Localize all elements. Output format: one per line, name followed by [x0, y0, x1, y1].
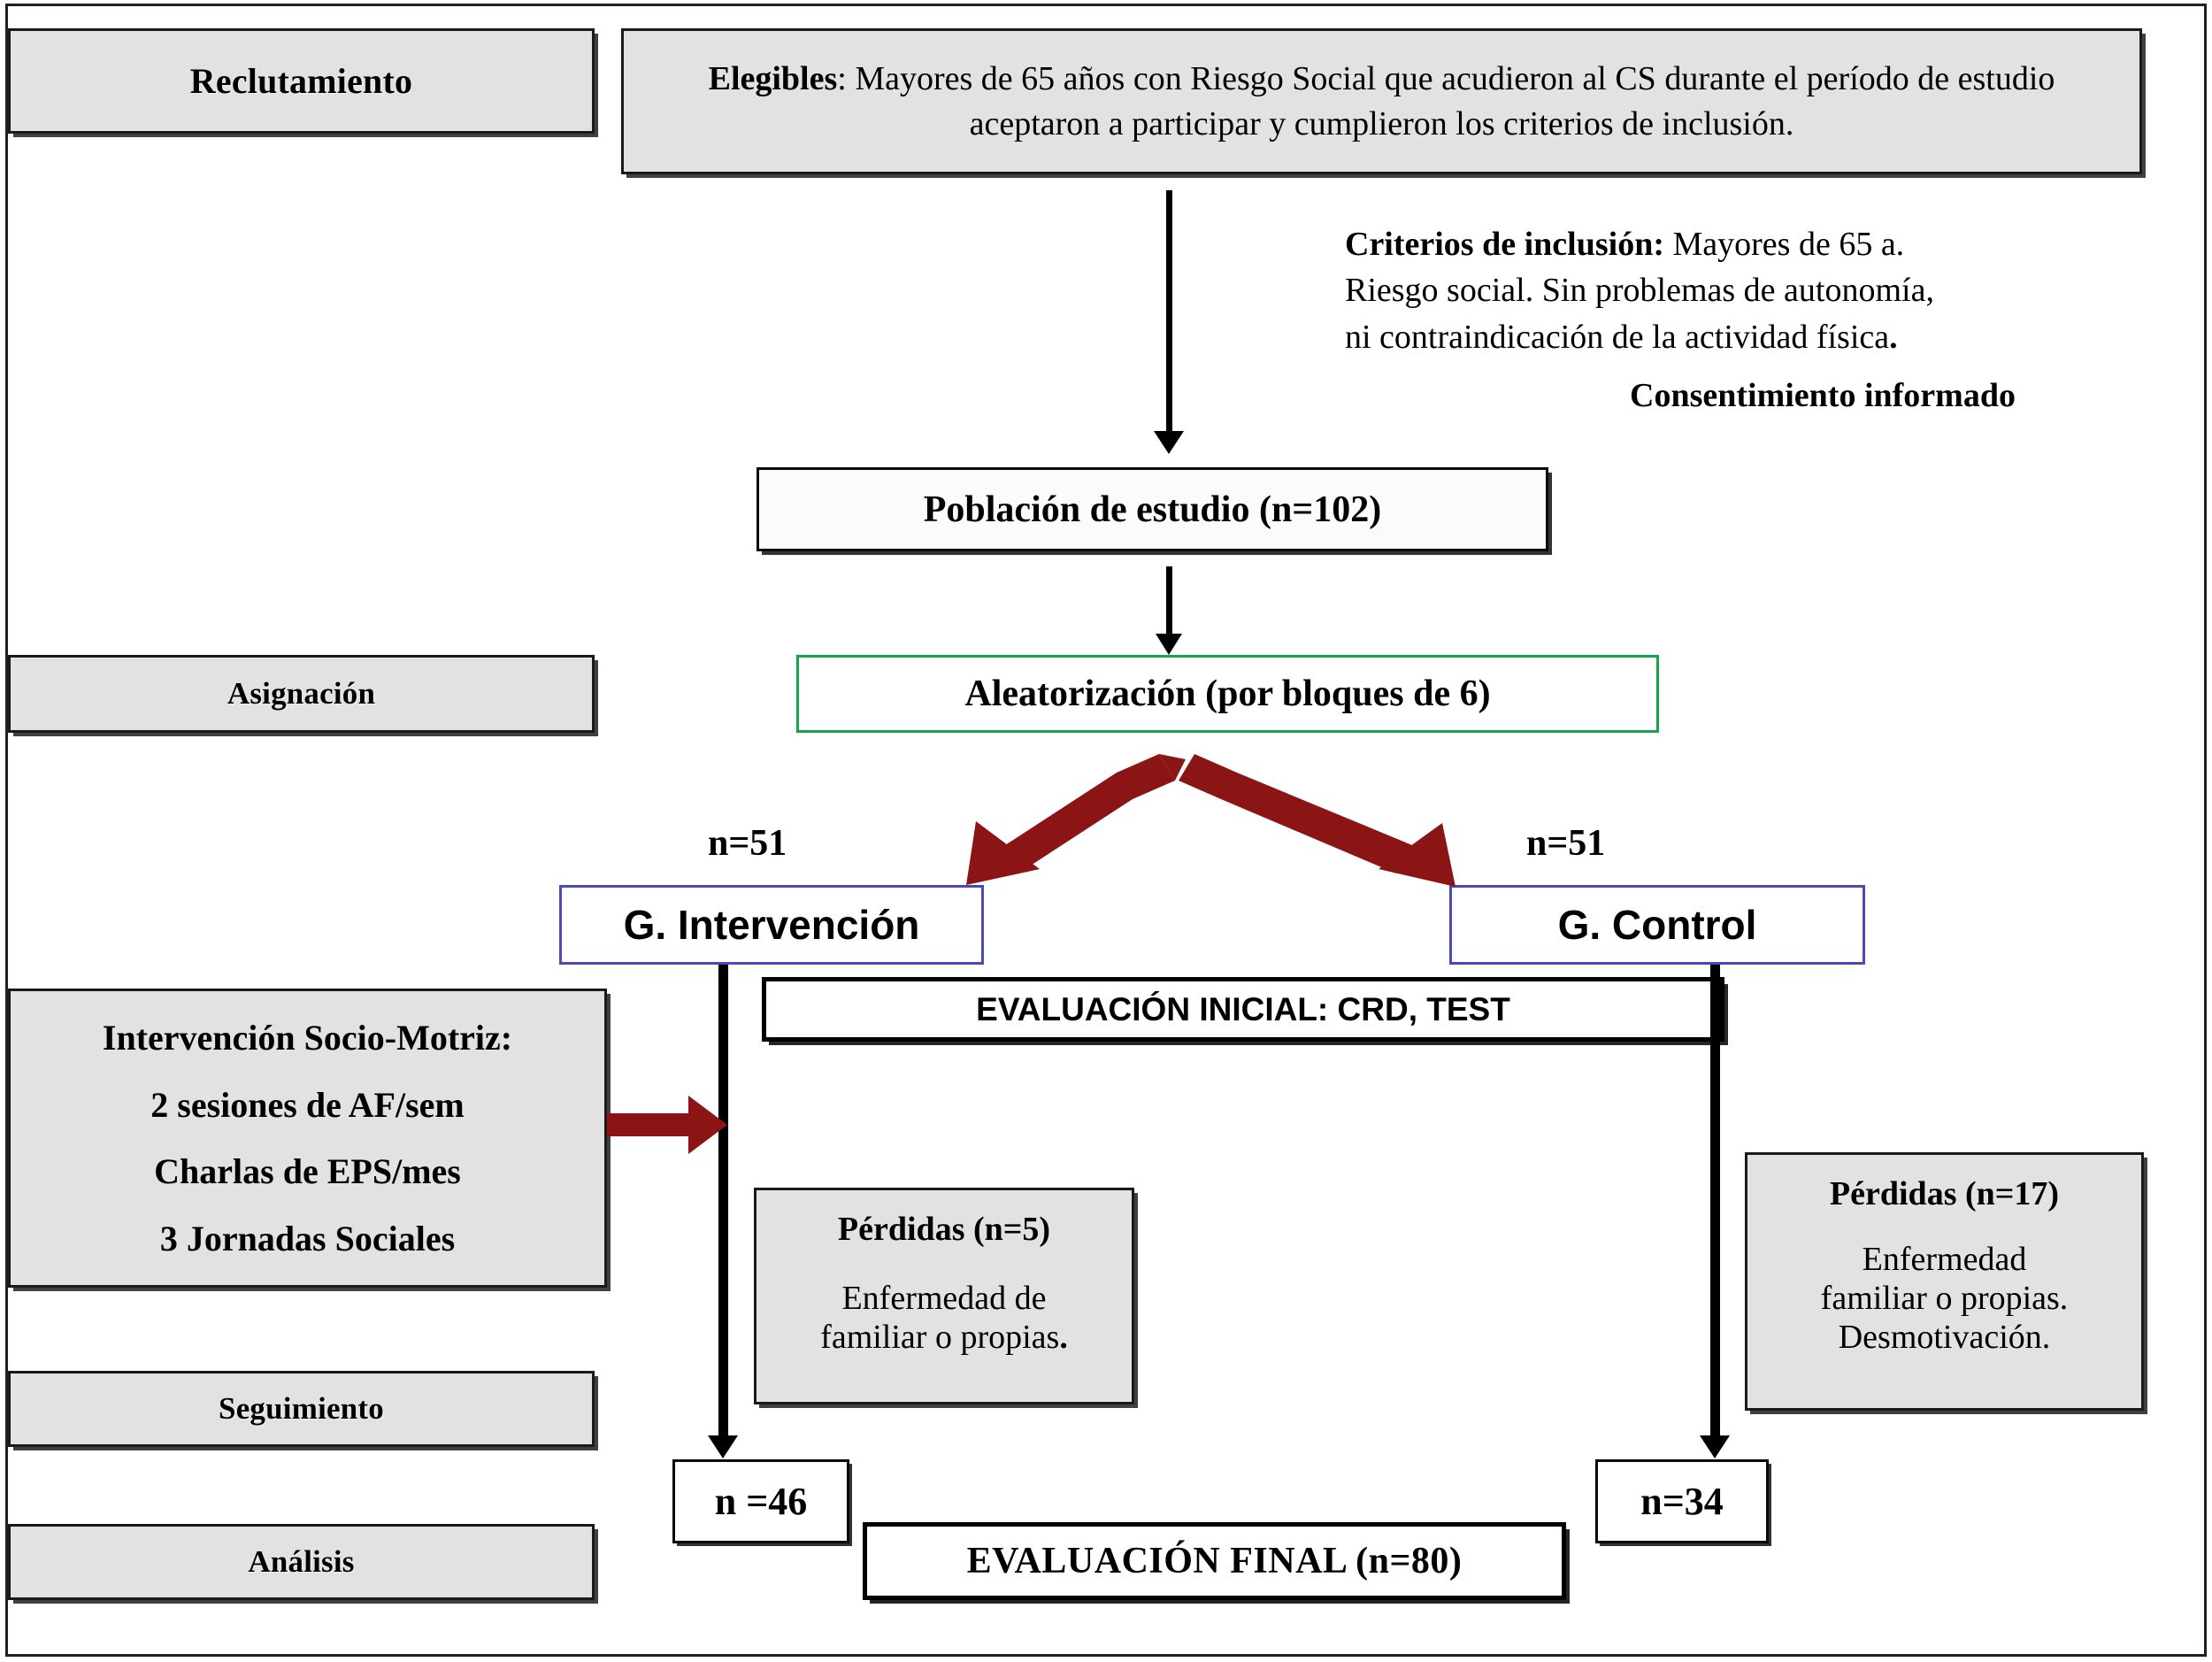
stage-reclutamiento: Reclutamiento [8, 28, 595, 134]
intervention-detail-title: Intervención Socio-Motriz: [102, 1017, 513, 1058]
intervention-detail-item2: Charlas de EPS/mes [154, 1151, 461, 1192]
population-box: Población de estudio (n=102) [757, 467, 1548, 551]
losses-right-line3: Desmotivación. [1838, 1319, 2051, 1356]
intervention-detail-item1: 2 sesiones de AF/sem [150, 1084, 465, 1125]
final-count-left: n =46 [714, 1480, 808, 1523]
losses-right-line2: familiar o propias. [1820, 1280, 2069, 1317]
losses-left-line1: Enfermedad de [841, 1280, 1047, 1317]
connector-population-randomization [1166, 566, 1172, 639]
intervention-detail-box: Intervención Socio-Motriz: 2 sesiones de… [8, 989, 607, 1288]
branch-label-right: n=51 [1526, 823, 1606, 864]
connector-control-final [1710, 965, 1720, 1443]
losses-left-line2-end: . [1059, 1319, 1068, 1356]
final-evaluation-label: EVALUACIÓN FINAL (n=80) [966, 1541, 1463, 1581]
final-evaluation-box: EVALUACIÓN FINAL (n=80) [863, 1522, 1566, 1600]
arrowhead-eligible-population [1154, 431, 1184, 454]
intervention-detail-item3: 3 Jornadas Sociales [159, 1219, 456, 1259]
randomization-label: Aleatorización (por bloques de 6) [964, 673, 1491, 714]
population-label: Población de estudio (n=102) [923, 489, 1382, 530]
losses-left-box: Pérdidas (n=5) Enfermedad de familiar o … [754, 1188, 1134, 1404]
arrowhead-population-randomization [1156, 634, 1182, 655]
inclusion-lead: Criterios de inclusión: [1345, 226, 1664, 263]
stage-seguimiento: Seguimiento [8, 1371, 595, 1447]
randomization-box: Aleatorización (por bloques de 6) [796, 655, 1659, 733]
stage-label: Reclutamiento [189, 61, 413, 101]
eligible-lead: Elegibles [708, 60, 838, 98]
final-count-left-box: n =46 [672, 1459, 849, 1543]
outer-frame [5, 4, 2207, 1657]
inclusion-line3-end: . [1889, 318, 1898, 356]
inclusion-criteria-block: Criterios de inclusión: Mayores de 65 a.… [1345, 221, 2194, 419]
connector-eligible-population [1166, 190, 1172, 434]
group-intervention-box: G. Intervención [559, 885, 984, 965]
stage-label: Seguimiento [219, 1391, 384, 1426]
eligible-box: Elegibles: Mayores de 65 años con Riesgo… [621, 28, 2142, 174]
losses-right-title: Pérdidas (n=17) [1829, 1175, 2060, 1212]
arrowhead-intervention-final [708, 1435, 738, 1458]
losses-left-line2: familiar o propias [820, 1319, 1060, 1356]
losses-left-title: Pérdidas (n=5) [837, 1211, 1051, 1248]
eligible-separator: : [837, 60, 856, 98]
inclusion-line1: Mayores de 65 a. [1663, 226, 1905, 263]
inclusion-line3: ni contraindicación de la actividad físi… [1345, 318, 1890, 356]
initial-evaluation-label: EVALUACIÓN INICIAL: CRD, TEST [976, 990, 1510, 1027]
stage-label: Asignación [227, 676, 376, 711]
connector-intervention-final [718, 965, 728, 1443]
losses-right-box: Pérdidas (n=17) Enfermedad familiar o pr… [1745, 1152, 2144, 1411]
final-count-right: n=34 [1640, 1480, 1724, 1523]
final-count-right-box: n=34 [1595, 1459, 1769, 1543]
branch-label-left: n=51 [708, 823, 787, 864]
losses-right-line1: Enfermedad [1862, 1241, 2027, 1278]
stage-analisis: Análisis [8, 1524, 595, 1600]
group-control-label: G. Control [1557, 902, 1757, 948]
group-intervention-label: G. Intervención [623, 902, 920, 948]
inclusion-line2: Riesgo social. Sin problemas de autonomí… [1345, 272, 1934, 310]
initial-evaluation-box: EVALUACIÓN INICIAL: CRD, TEST [762, 977, 1724, 1042]
group-control-box: G. Control [1449, 885, 1865, 965]
arrowhead-control-final [1700, 1435, 1730, 1458]
stage-label: Análisis [248, 1544, 355, 1579]
consent-text: Consentimiento informado [1630, 377, 2016, 415]
eligible-text: Mayores de 65 años con Riesgo Social que… [855, 60, 2055, 142]
stage-asignacion: Asignación [8, 655, 595, 733]
